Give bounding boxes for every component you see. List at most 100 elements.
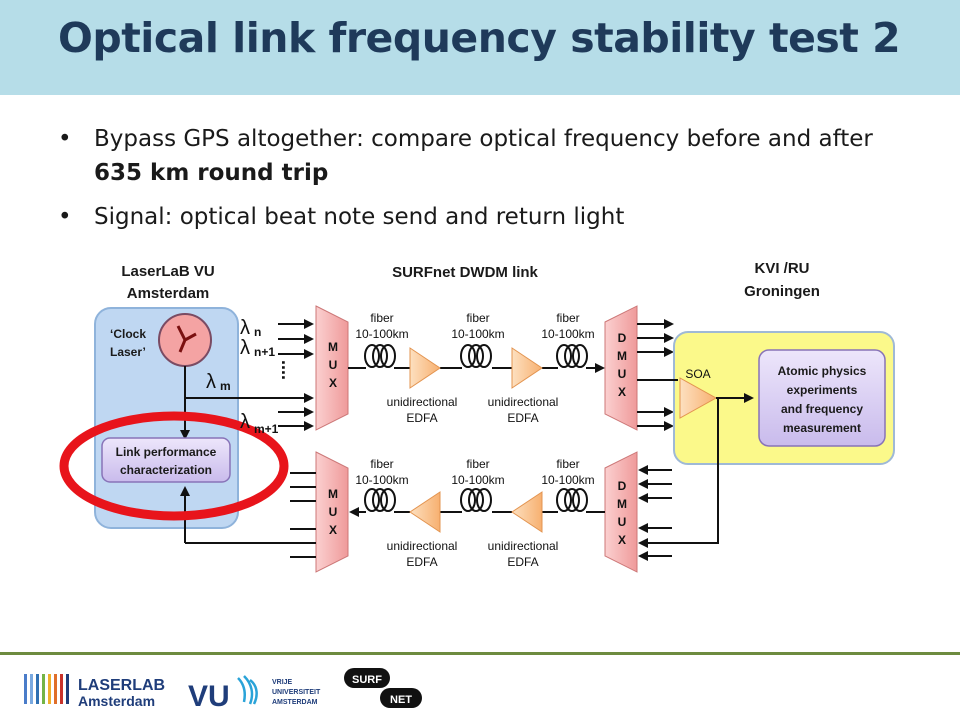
- dmux-letter: X: [618, 533, 626, 547]
- dmux-letter: M: [617, 497, 627, 511]
- soa-amplifier: [679, 377, 718, 419]
- bottom-dmux: [604, 451, 638, 573]
- edfa-label: EDFA: [507, 411, 538, 425]
- atomic-label: experiments: [787, 383, 858, 397]
- link-name-label: SURFnet DWDM link: [392, 264, 538, 281]
- bullet-dot: •: [58, 126, 72, 152]
- dmux-letter: D: [618, 479, 627, 493]
- fiber-length-label: 10-100km: [451, 327, 504, 341]
- surf-text: SURF: [352, 674, 382, 686]
- vu-sub: UNIVERSITEIT: [272, 689, 321, 696]
- fiber-coil-icon: [460, 488, 492, 512]
- atomic-label: measurement: [783, 421, 861, 435]
- vu-griffin-icon: [237, 675, 258, 705]
- bullet-item: • Bypass GPS altogether: compare optical…: [58, 122, 918, 190]
- fiber-label: fiber: [370, 311, 393, 325]
- surfnet-logo: SURF NET: [344, 668, 422, 708]
- fiber-length-label: 10-100km: [451, 473, 504, 487]
- dmux-letter: X: [618, 385, 626, 399]
- edfa-amplifier: [511, 491, 543, 533]
- mux-letter: X: [329, 523, 337, 537]
- fiber-length-label: 10-100km: [541, 327, 594, 341]
- lambda-n1-sub: n+1: [254, 345, 275, 359]
- lambda-n-sub: n: [254, 325, 261, 339]
- clock-laser-label-2: Laser’: [110, 345, 146, 359]
- edfa-label: EDFA: [507, 555, 538, 569]
- vu-sub: AMSTERDAM: [272, 699, 318, 706]
- atomic-label: and frequency: [781, 402, 863, 416]
- bullet-bold: 635 km round trip: [94, 160, 329, 186]
- fiber-label: fiber: [370, 457, 393, 471]
- fiber-length-label: 10-100km: [355, 473, 408, 487]
- fiber-label: fiber: [466, 311, 489, 325]
- ellipsis-dots: ....: [278, 360, 298, 380]
- link-performance-box: [101, 437, 231, 483]
- vu-letters: VU: [188, 680, 230, 713]
- fiber-label: fiber: [556, 457, 579, 471]
- highlight-ring: [59, 411, 289, 521]
- laserlab-name: LASERLAB: [78, 677, 165, 694]
- lambda-m1-sub: m+1: [254, 422, 279, 436]
- dmux-letter: M: [617, 349, 627, 363]
- fiber-length-label: 10-100km: [355, 327, 408, 341]
- page-title: Optical link frequency stability test 2: [58, 14, 901, 62]
- edfa-label: EDFA: [406, 411, 437, 425]
- fiber-label: fiber: [556, 311, 579, 325]
- left-site-label-1: LaserLaB VU: [121, 263, 214, 280]
- mux-letter: X: [329, 376, 337, 390]
- bullet-item: • Signal: optical beat note send and ret…: [58, 200, 918, 234]
- edfa-amplifier: [511, 347, 543, 389]
- mux-letter: U: [329, 358, 338, 372]
- fiber-length-label: 10-100km: [541, 473, 594, 487]
- laserlab-logo: LASERLAB Amsterdam: [24, 674, 165, 709]
- link-perf-label-2: characterization: [120, 463, 212, 477]
- mux-letter: M: [328, 340, 338, 354]
- footer-logos: LASERLAB Amsterdam VU VRIJE UNIVERSITEIT…: [24, 668, 422, 713]
- fiber-coil-icon: [460, 344, 492, 368]
- atomic-physics-box: [758, 349, 886, 447]
- soa-label: SOA: [685, 367, 710, 381]
- fiber-coil-icon: [364, 344, 396, 368]
- fiber-coil-icon: [556, 344, 588, 368]
- fiber-coil-icon: [364, 488, 396, 512]
- fiber-coil-icon: [556, 488, 588, 512]
- mux-letter: M: [328, 487, 338, 501]
- atomic-label: Atomic physics: [778, 364, 867, 378]
- clock-laser-label-1: ‘Clock: [110, 327, 146, 341]
- bullet-text: Bypass GPS altogether: compare optical f…: [94, 126, 873, 152]
- edfa-label: unidirectional: [488, 395, 559, 409]
- lambda-n-symbol: λ: [240, 317, 250, 339]
- fiber-label: fiber: [466, 457, 489, 471]
- bullet-dot: •: [58, 204, 72, 230]
- mux-letter: U: [329, 505, 338, 519]
- top-mux: [315, 305, 349, 431]
- vu-sub: VRIJE: [272, 679, 293, 686]
- edfa-amplifier: [409, 347, 441, 389]
- dmux-letter: U: [618, 367, 627, 381]
- top-dmux: [604, 305, 638, 431]
- vu-logo: VU VRIJE UNIVERSITEIT AMSTERDAM: [188, 675, 321, 713]
- bottom-mux: [315, 451, 349, 573]
- clock-hands-icon: [176, 325, 197, 353]
- laserlab-city: Amsterdam: [78, 693, 155, 709]
- edfa-label: unidirectional: [387, 395, 458, 409]
- edfa-label: unidirectional: [488, 539, 559, 553]
- lambda-m1-symbol: λ: [240, 411, 250, 433]
- edfa-label: unidirectional: [387, 539, 458, 553]
- bullet-list: • Bypass GPS altogether: compare optical…: [58, 122, 918, 244]
- left-site-label-2: Amsterdam: [127, 285, 210, 302]
- edfa-label: EDFA: [406, 555, 437, 569]
- link-perf-label-1: Link performance: [116, 445, 217, 459]
- dmux-letter: D: [618, 331, 627, 345]
- right-site-label-2: Groningen: [744, 283, 820, 300]
- lambda-m-sub: m: [220, 379, 231, 393]
- edfa-amplifier: [409, 491, 441, 533]
- loopback-line: [638, 398, 719, 548]
- dmux-letter: U: [618, 515, 627, 529]
- bullet-text: Signal: optical beat note send and retur…: [94, 204, 625, 230]
- net-text: NET: [390, 694, 412, 706]
- title-bar: [0, 0, 960, 95]
- right-site-label-1: KVI /RU: [754, 260, 809, 277]
- lambda-n1-symbol: λ: [240, 337, 250, 359]
